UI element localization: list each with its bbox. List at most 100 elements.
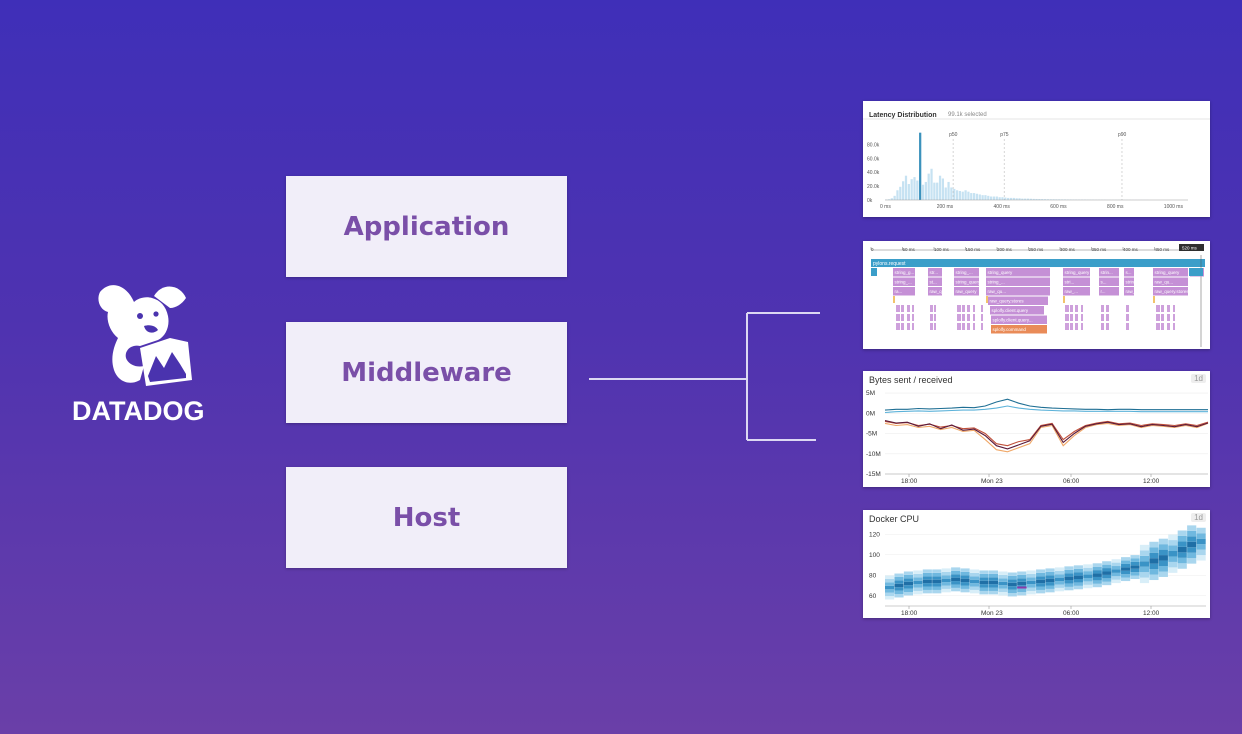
heatmap-cell: [1036, 579, 1046, 584]
heatmap-cell: [1168, 561, 1178, 568]
heatmap-cell: [1139, 572, 1150, 578]
heatmap-cell: [1036, 576, 1046, 580]
trace-span: [1099, 277, 1119, 286]
heatmap-cell: [903, 591, 914, 596]
heatmap-cell: [1045, 575, 1055, 579]
heatmap-cell: [1017, 574, 1027, 579]
heatmap-cell: [941, 568, 951, 572]
heatmap-cell: [998, 588, 1008, 592]
histogram-bar: [1058, 199, 1061, 200]
heatmap-cell: [1054, 584, 1065, 588]
heatmap-cell: [885, 585, 895, 590]
heatmap-cell: [960, 588, 970, 593]
histogram-bar: [1004, 197, 1007, 200]
trace-sub-span: [896, 305, 900, 312]
trace-sub-span: [1101, 323, 1104, 330]
trace-sub-span: [930, 323, 933, 330]
trace-sub-span: [1156, 323, 1160, 330]
heatmap-cell: [979, 587, 989, 591]
heatmap-cell: [922, 583, 932, 587]
span-label: string_query.raw: [956, 280, 990, 285]
heatmap-cell: [969, 586, 980, 590]
heatmap-cell: [1083, 574, 1093, 578]
trace-span: [1063, 277, 1090, 286]
trace-sub-span: [962, 305, 965, 312]
heatmap-cell: [979, 570, 989, 574]
histogram-bar: [1018, 198, 1021, 200]
histogram-bar: [899, 186, 902, 200]
time-tick-label: 50 ms: [903, 247, 916, 252]
heatmap-cell: [1054, 577, 1065, 582]
heatmap-cell: [1130, 565, 1140, 569]
heatmap-cell: [1092, 580, 1102, 584]
trace-span: [988, 296, 1048, 305]
brand-name: DATADOG: [72, 396, 205, 426]
trace-sub-span: [907, 305, 910, 312]
trace-sub-span: [1126, 314, 1129, 321]
dog-mascot-icon: [98, 285, 192, 386]
heatmap-cell: [1130, 568, 1140, 573]
histogram-bar: [1038, 199, 1041, 200]
histogram-bar: [995, 196, 998, 200]
histogram-bar: [1055, 199, 1058, 200]
panel-title: Docker CPU: [869, 514, 920, 524]
heatmap-cell: [969, 583, 980, 587]
trace-sub-span: [957, 305, 961, 312]
heatmap-cell: [885, 582, 895, 586]
heatmap-cell: [1102, 564, 1112, 569]
histogram-bar: [998, 197, 1001, 200]
span-label: ra...: [895, 289, 903, 294]
heatmap-cell: [1083, 581, 1093, 585]
heatmap-cell: [1102, 578, 1112, 582]
heatmap-cell: [1073, 582, 1083, 586]
percentile-label: p75: [1000, 132, 1009, 138]
series-line: [884, 420, 1209, 447]
heatmap-cell: [1149, 569, 1159, 575]
heatmap-cell: [885, 596, 895, 600]
heatmap-cell: [1121, 567, 1131, 571]
span-label: r...: [1101, 289, 1106, 294]
histogram-bar: [961, 191, 964, 200]
heatmap-cell: [941, 582, 951, 586]
heatmap-cell: [1045, 588, 1055, 593]
time-tick-label: 250 ms: [1029, 247, 1045, 252]
histogram-bar: [978, 194, 981, 200]
histogram-bar: [1021, 198, 1024, 200]
trace-sub-span: [1106, 305, 1109, 312]
heatmap-cell: [903, 585, 914, 589]
trace-sub-span: [1156, 314, 1160, 321]
heatmap-cell: [969, 576, 980, 580]
heatmap-cell: [1026, 580, 1036, 585]
y-tick-label: 100: [869, 552, 880, 559]
heatmap-cell: [951, 570, 961, 575]
percentile-label: p90: [1118, 132, 1127, 138]
heatmap-cell: [1054, 574, 1065, 578]
heatmap-cell: [1187, 552, 1197, 559]
trace-span: [1124, 287, 1134, 296]
histogram-bar: [896, 190, 899, 200]
trace-sub-span: [1065, 305, 1069, 312]
heatmap-cell: [1007, 586, 1017, 590]
trace-sub-span: [1153, 296, 1155, 303]
layer-label: Middleware: [341, 357, 512, 388]
heatmap-cell: [1007, 593, 1017, 597]
heatmap-cell: [1168, 556, 1178, 562]
trace-span: [954, 268, 979, 277]
percentile-label: p50: [949, 132, 958, 138]
heatmap-cell: [922, 569, 932, 573]
x-tick-label: 06:00: [1063, 478, 1080, 485]
trace-sub-span: [934, 323, 936, 330]
heatmap-cell: [1139, 544, 1150, 551]
heatmap-cell: [1045, 568, 1055, 572]
latency-distribution-panel: Latency Distribution 99.1k selected 80.0…: [863, 101, 1210, 217]
heatmap-cell: [1158, 566, 1168, 572]
heatmap-cell: [1092, 566, 1102, 571]
histogram-bar: [972, 193, 976, 200]
trace-span: [928, 268, 942, 277]
span-label: string_...: [988, 280, 1005, 285]
heatmap-cell: [1036, 583, 1046, 587]
heatmap-cell: [894, 573, 904, 577]
span-label: raw_query: [956, 289, 978, 294]
